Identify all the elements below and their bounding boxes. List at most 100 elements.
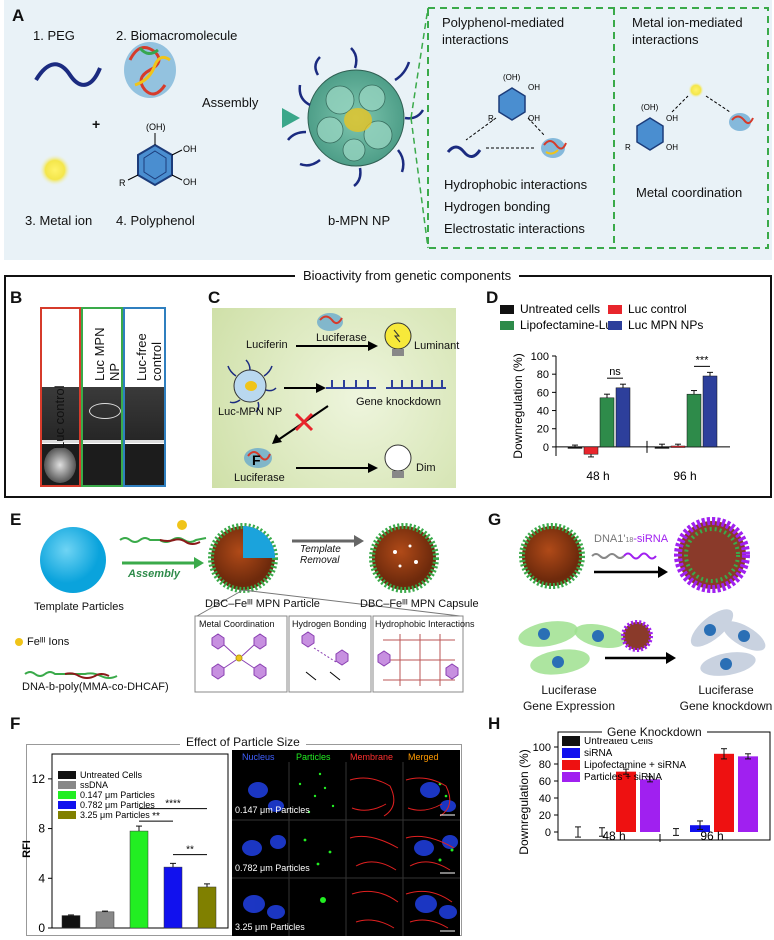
b-col-red bbox=[40, 307, 81, 487]
d-legend-label: Luc control bbox=[628, 302, 687, 316]
b-white-line bbox=[40, 440, 166, 443]
gene-strand-1-icon bbox=[326, 380, 376, 389]
f-legend-label: 3.25 μm Particles bbox=[80, 810, 150, 820]
poly-title: Polyphenol-mediated interactions bbox=[442, 14, 564, 48]
svg-text:OH: OH bbox=[666, 114, 678, 123]
dna-sirna-label: DNA1'18-siRNA bbox=[594, 533, 668, 545]
h-y-tick-label: 100 bbox=[533, 742, 551, 754]
d-y-tick-label: 60 bbox=[537, 387, 549, 399]
dna-polymer-label: DNA-b-poly(MMA-co-DHCAF) bbox=[22, 681, 169, 693]
f-legend-label: Untreated Cells bbox=[80, 770, 143, 780]
c-knockdown-label: Gene knockdown bbox=[356, 396, 441, 408]
panel-h-letter: H bbox=[488, 714, 501, 733]
cross-icon bbox=[294, 412, 314, 432]
h-bar bbox=[738, 756, 758, 832]
svg-text:R: R bbox=[488, 114, 494, 123]
f-sig-label: ** bbox=[152, 811, 160, 822]
d-x-tick-label: 96 h bbox=[673, 469, 696, 483]
luciferase-bottom-icon: F bbox=[244, 448, 272, 468]
d-y-axis-label: Downregulation (%) bbox=[511, 353, 525, 458]
protein-icon bbox=[124, 42, 176, 98]
sirna-label: -siRNA bbox=[633, 533, 669, 545]
svg-text:OH: OH bbox=[666, 143, 678, 152]
panel-c-letter: C bbox=[208, 288, 221, 307]
metal-coordination-structure bbox=[211, 633, 267, 680]
h-x-tick-label: 48 h bbox=[602, 829, 625, 843]
micro-col-nucleus: Nucleus bbox=[242, 752, 275, 762]
f-legend-swatch bbox=[58, 801, 76, 809]
gene-strand-2-icon bbox=[386, 380, 446, 389]
h-y-tick-label: 80 bbox=[539, 759, 551, 771]
c-luciferin-label: Luciferin bbox=[246, 339, 288, 351]
d-y-tick-label: 40 bbox=[537, 406, 549, 418]
h-legend-swatch bbox=[562, 760, 580, 770]
svg-text:OH: OH bbox=[183, 144, 197, 154]
h-y-tick-label: 0 bbox=[545, 827, 551, 839]
d-legend-label: Luc MPN NPs bbox=[628, 318, 703, 332]
metal-coord-title: Metal Coordination bbox=[199, 619, 275, 629]
svg-text:OH: OH bbox=[528, 83, 540, 92]
f-legend-swatch bbox=[58, 771, 76, 779]
f-legend-swatch bbox=[58, 791, 76, 799]
metal-interaction-diagram: (OH) OH OH R bbox=[625, 82, 754, 152]
g-particle-icon bbox=[519, 523, 585, 589]
f-y-tick-label: 8 bbox=[38, 822, 45, 836]
biomacromolecule-label: 2. Biomacromolecule bbox=[116, 28, 238, 43]
h-y-tick-label: 40 bbox=[539, 793, 551, 805]
bulb-dim-icon bbox=[384, 444, 412, 478]
f-y-axis-label: RFI bbox=[21, 840, 33, 858]
svg-text:OH: OH bbox=[183, 177, 197, 187]
hydrogen-bonding-label: Hydrogen bonding bbox=[444, 199, 551, 214]
hydrophobic-title: Hydrophobic Interactions bbox=[375, 619, 475, 629]
h-legend-label: Particles + siRNA bbox=[584, 772, 662, 783]
b-col-green bbox=[81, 307, 123, 487]
panel-a-graphics: (OH) OH OH R (OH) OH OH R (OH) OH bbox=[34, 7, 769, 249]
svg-text:OH: OH bbox=[528, 114, 540, 123]
d-legend-swatch bbox=[500, 305, 514, 314]
metal-title: Metal ion-mediated interactions bbox=[632, 14, 743, 48]
fe-ions-legend-icon bbox=[15, 638, 23, 646]
h-legend-label: Lipofectamine + siRNA bbox=[584, 760, 686, 771]
svg-text:(OH): (OH) bbox=[146, 122, 166, 132]
expr-line2: Gene Expression bbox=[522, 699, 616, 713]
h-legend-swatch bbox=[562, 748, 580, 758]
panel-a-letter: A bbox=[12, 6, 25, 25]
expr-line1: Luciferase bbox=[541, 683, 597, 697]
gene-expression-label: Luciferase Gene Expression bbox=[520, 682, 618, 714]
dna1-label: DNA1' bbox=[594, 533, 626, 545]
hydrophobic-structure bbox=[377, 634, 459, 686]
d-y-tick-label: 0 bbox=[543, 442, 549, 454]
f-legend-label: 0.147 μm Particles bbox=[80, 790, 155, 800]
poly-title-line2: interactions bbox=[442, 32, 509, 47]
d-legend-swatch bbox=[608, 321, 622, 330]
c-dim-label: Dim bbox=[416, 462, 436, 474]
h-y-tick-label: 20 bbox=[539, 810, 551, 822]
h-bond-title: Hydrogen Bonding bbox=[292, 619, 367, 629]
f-legend-swatch bbox=[58, 781, 76, 789]
cells-knockdown-icon bbox=[690, 609, 766, 676]
metal-ion-icon bbox=[39, 154, 71, 186]
mpn-capsule-label: DBC–Feᴵᴵᴵ MPN Capsule bbox=[360, 598, 479, 610]
mpn-particle-icon bbox=[208, 523, 278, 593]
f-y-tick-label: 4 bbox=[38, 871, 45, 885]
peg-label: 1. PEG bbox=[33, 28, 75, 43]
electrostatic-label: Electrostatic interactions bbox=[444, 221, 585, 236]
metal-coordination-box bbox=[194, 615, 288, 693]
e-assembly-label: Assembly bbox=[128, 568, 180, 580]
gene-knockdown-header: Gene Knockdown bbox=[602, 725, 707, 739]
micro-row-2: 0.782 μm Particles bbox=[235, 863, 310, 873]
d-legend-swatch bbox=[608, 305, 622, 314]
polyphenol-label: 4. Polyphenol bbox=[116, 213, 195, 228]
svg-text:(OH): (OH) bbox=[503, 73, 521, 82]
h-bar bbox=[616, 771, 636, 832]
bioactivity-header: Bioactivity from genetic components bbox=[295, 268, 520, 283]
micro-row-3: 3.25 μm Particles bbox=[235, 922, 305, 932]
h-y-axis-label: Downregulation (%) bbox=[517, 749, 531, 854]
b-glow-spot bbox=[44, 447, 76, 483]
